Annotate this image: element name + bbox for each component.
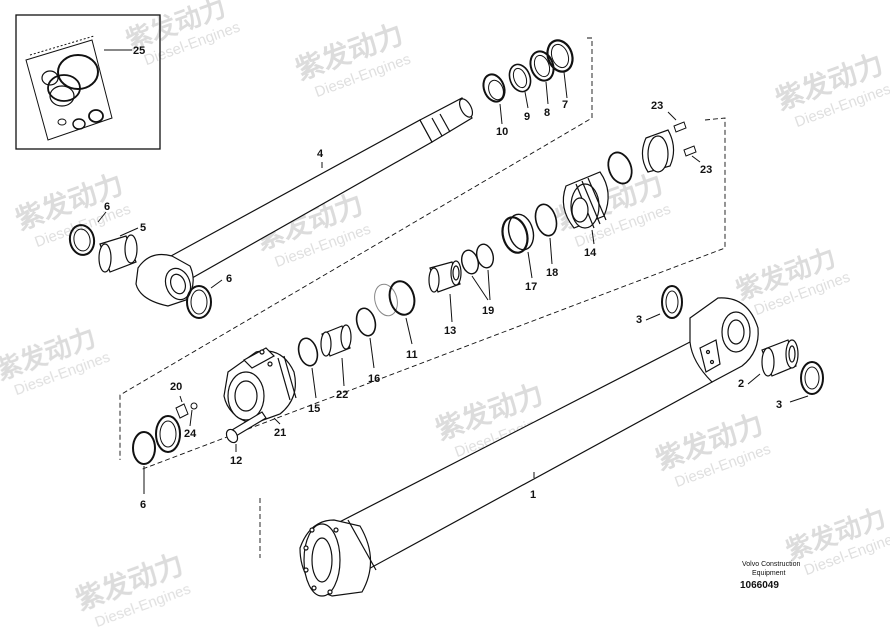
callout-10: 10 bbox=[496, 126, 508, 138]
seal-17 bbox=[501, 213, 535, 254]
grease-nipple-20 bbox=[175, 395, 189, 419]
bushing-13 bbox=[428, 260, 462, 293]
callout-18: 18 bbox=[546, 267, 558, 279]
callout-20: 20 bbox=[170, 381, 182, 393]
seal-3-upper bbox=[661, 285, 683, 319]
ball-24 bbox=[189, 402, 198, 427]
seal-11 bbox=[374, 280, 416, 317]
seal-15 bbox=[297, 337, 319, 367]
callout-5: 5 bbox=[140, 222, 146, 234]
seal-8 bbox=[529, 50, 555, 82]
callout-4: 4 bbox=[317, 148, 324, 160]
callout-6: 6 bbox=[104, 201, 110, 213]
group-boundary-piston bbox=[139, 117, 726, 471]
screw-23-upper bbox=[673, 121, 687, 133]
seal-10 bbox=[482, 73, 506, 103]
callout-3: 3 bbox=[636, 314, 642, 326]
seal-3-lower bbox=[800, 361, 824, 395]
callout-24: 24 bbox=[184, 428, 197, 440]
cylinder-tube bbox=[299, 297, 759, 597]
bolt-12 bbox=[225, 411, 267, 444]
seal-ring-top bbox=[607, 151, 633, 185]
seal-6-right bbox=[186, 285, 212, 319]
callout-1: 1 bbox=[530, 489, 536, 501]
callout-22: 22 bbox=[336, 389, 348, 401]
callout-11: 11 bbox=[406, 349, 418, 361]
callout-6: 6 bbox=[140, 499, 146, 511]
callout-25: 25 bbox=[133, 45, 145, 57]
screw-23-lower bbox=[683, 145, 697, 157]
piston-14 bbox=[562, 171, 609, 229]
bushing-2 bbox=[761, 339, 799, 377]
seal-18 bbox=[534, 203, 558, 237]
footer-block: Volvo Construction Equipment 1066049 bbox=[740, 561, 800, 591]
snap-ring-16 bbox=[355, 307, 377, 337]
seal-6-lower bbox=[132, 415, 181, 465]
bushing-22 bbox=[320, 324, 352, 357]
callout-19: 19 bbox=[482, 305, 494, 317]
callout-13: 13 bbox=[444, 325, 456, 337]
callout-23: 23 bbox=[700, 164, 712, 176]
callout-21: 21 bbox=[274, 427, 286, 439]
callout-15: 15 bbox=[308, 403, 320, 415]
cylinder-head-21 bbox=[223, 347, 297, 425]
callout-23: 23 bbox=[651, 100, 663, 112]
callout-17: 17 bbox=[525, 281, 537, 293]
bushing-5 bbox=[98, 234, 138, 273]
group-boundary-rod bbox=[119, 37, 593, 460]
callout-14: 14 bbox=[584, 247, 597, 259]
callout-2: 2 bbox=[738, 378, 744, 390]
drawing-id: 1066049 bbox=[740, 580, 779, 591]
wear-ring-top bbox=[641, 129, 675, 173]
seal-19 bbox=[460, 243, 495, 275]
seal-7 bbox=[546, 39, 574, 73]
brand-line-2: Equipment bbox=[752, 570, 786, 577]
callout-12: 12 bbox=[230, 455, 242, 467]
callout-3: 3 bbox=[776, 399, 782, 411]
callout-8: 8 bbox=[544, 107, 550, 119]
seal-9 bbox=[508, 63, 532, 93]
seal-kit-inset bbox=[15, 14, 161, 150]
piston-rod bbox=[135, 97, 474, 307]
callout-9: 9 bbox=[524, 111, 530, 123]
brand-line-1: Volvo Construction bbox=[742, 561, 800, 568]
seal-6-upper bbox=[68, 224, 96, 256]
callout-16: 16 bbox=[368, 373, 380, 385]
callout-6: 6 bbox=[226, 273, 232, 285]
callout-7: 7 bbox=[562, 99, 568, 111]
